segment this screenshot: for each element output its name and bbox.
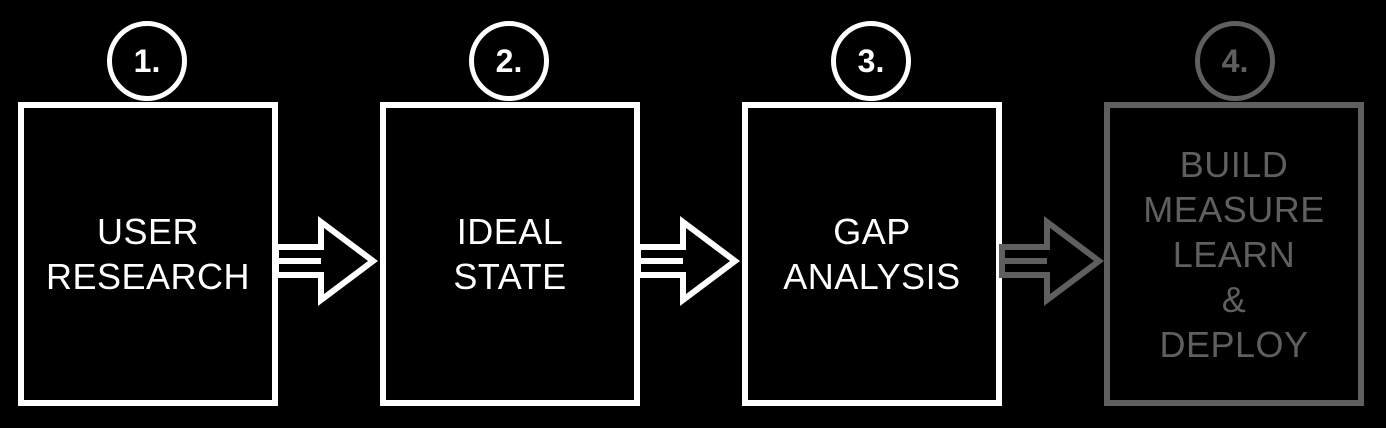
arrow-1-2-shape (273, 216, 378, 306)
step-4-label-line: DEPLOY (1159, 323, 1309, 365)
step-4-label-line: MEASURE (1143, 188, 1325, 230)
step-2-number-badge: 2. (469, 21, 549, 101)
step-3-label-line: GAP (833, 211, 911, 252)
step-4-number: 4. (1221, 42, 1249, 79)
step-3-box: GAP ANALYSIS (742, 102, 1002, 406)
step-1-label-line: USER (96, 211, 199, 252)
step-3-label-line: ANALYSIS (783, 256, 961, 297)
arrow-right-icon (273, 216, 378, 306)
step-1-label: USER RESEARCH (46, 209, 250, 299)
step-3-number-badge: 3. (831, 21, 911, 101)
step-4-label-line: LEARN (1172, 233, 1296, 275)
step-3-number: 3. (857, 42, 885, 79)
step-1-number: 1. (133, 42, 161, 79)
arrow-right-icon (635, 216, 740, 306)
step-4-label: BUILD MEASURE LEARN & DEPLOY (1143, 142, 1325, 367)
arrow-2-3-shape (635, 216, 740, 306)
step-2-box: IDEAL STATE (380, 102, 640, 406)
step-2-label-line: STATE (453, 256, 567, 297)
step-1-number-badge: 1. (107, 21, 187, 101)
step-4-number-badge: 4. (1195, 21, 1275, 101)
arrow-right-icon (999, 216, 1104, 306)
step-2-label-line: IDEAL (456, 211, 564, 252)
step-3-label: GAP ANALYSIS (783, 209, 960, 299)
step-4-box: BUILD MEASURE LEARN & DEPLOY (1104, 102, 1364, 406)
arrow-3-4-shape (999, 216, 1104, 306)
step-2-label: IDEAL STATE (453, 209, 566, 299)
step-1-label-line: RESEARCH (45, 256, 251, 297)
step-1-box: USER RESEARCH (18, 102, 278, 406)
step-4-label-line: & (1221, 278, 1247, 320)
step-2-number: 2. (495, 42, 523, 79)
step-4-label-line: BUILD (1179, 143, 1289, 185)
